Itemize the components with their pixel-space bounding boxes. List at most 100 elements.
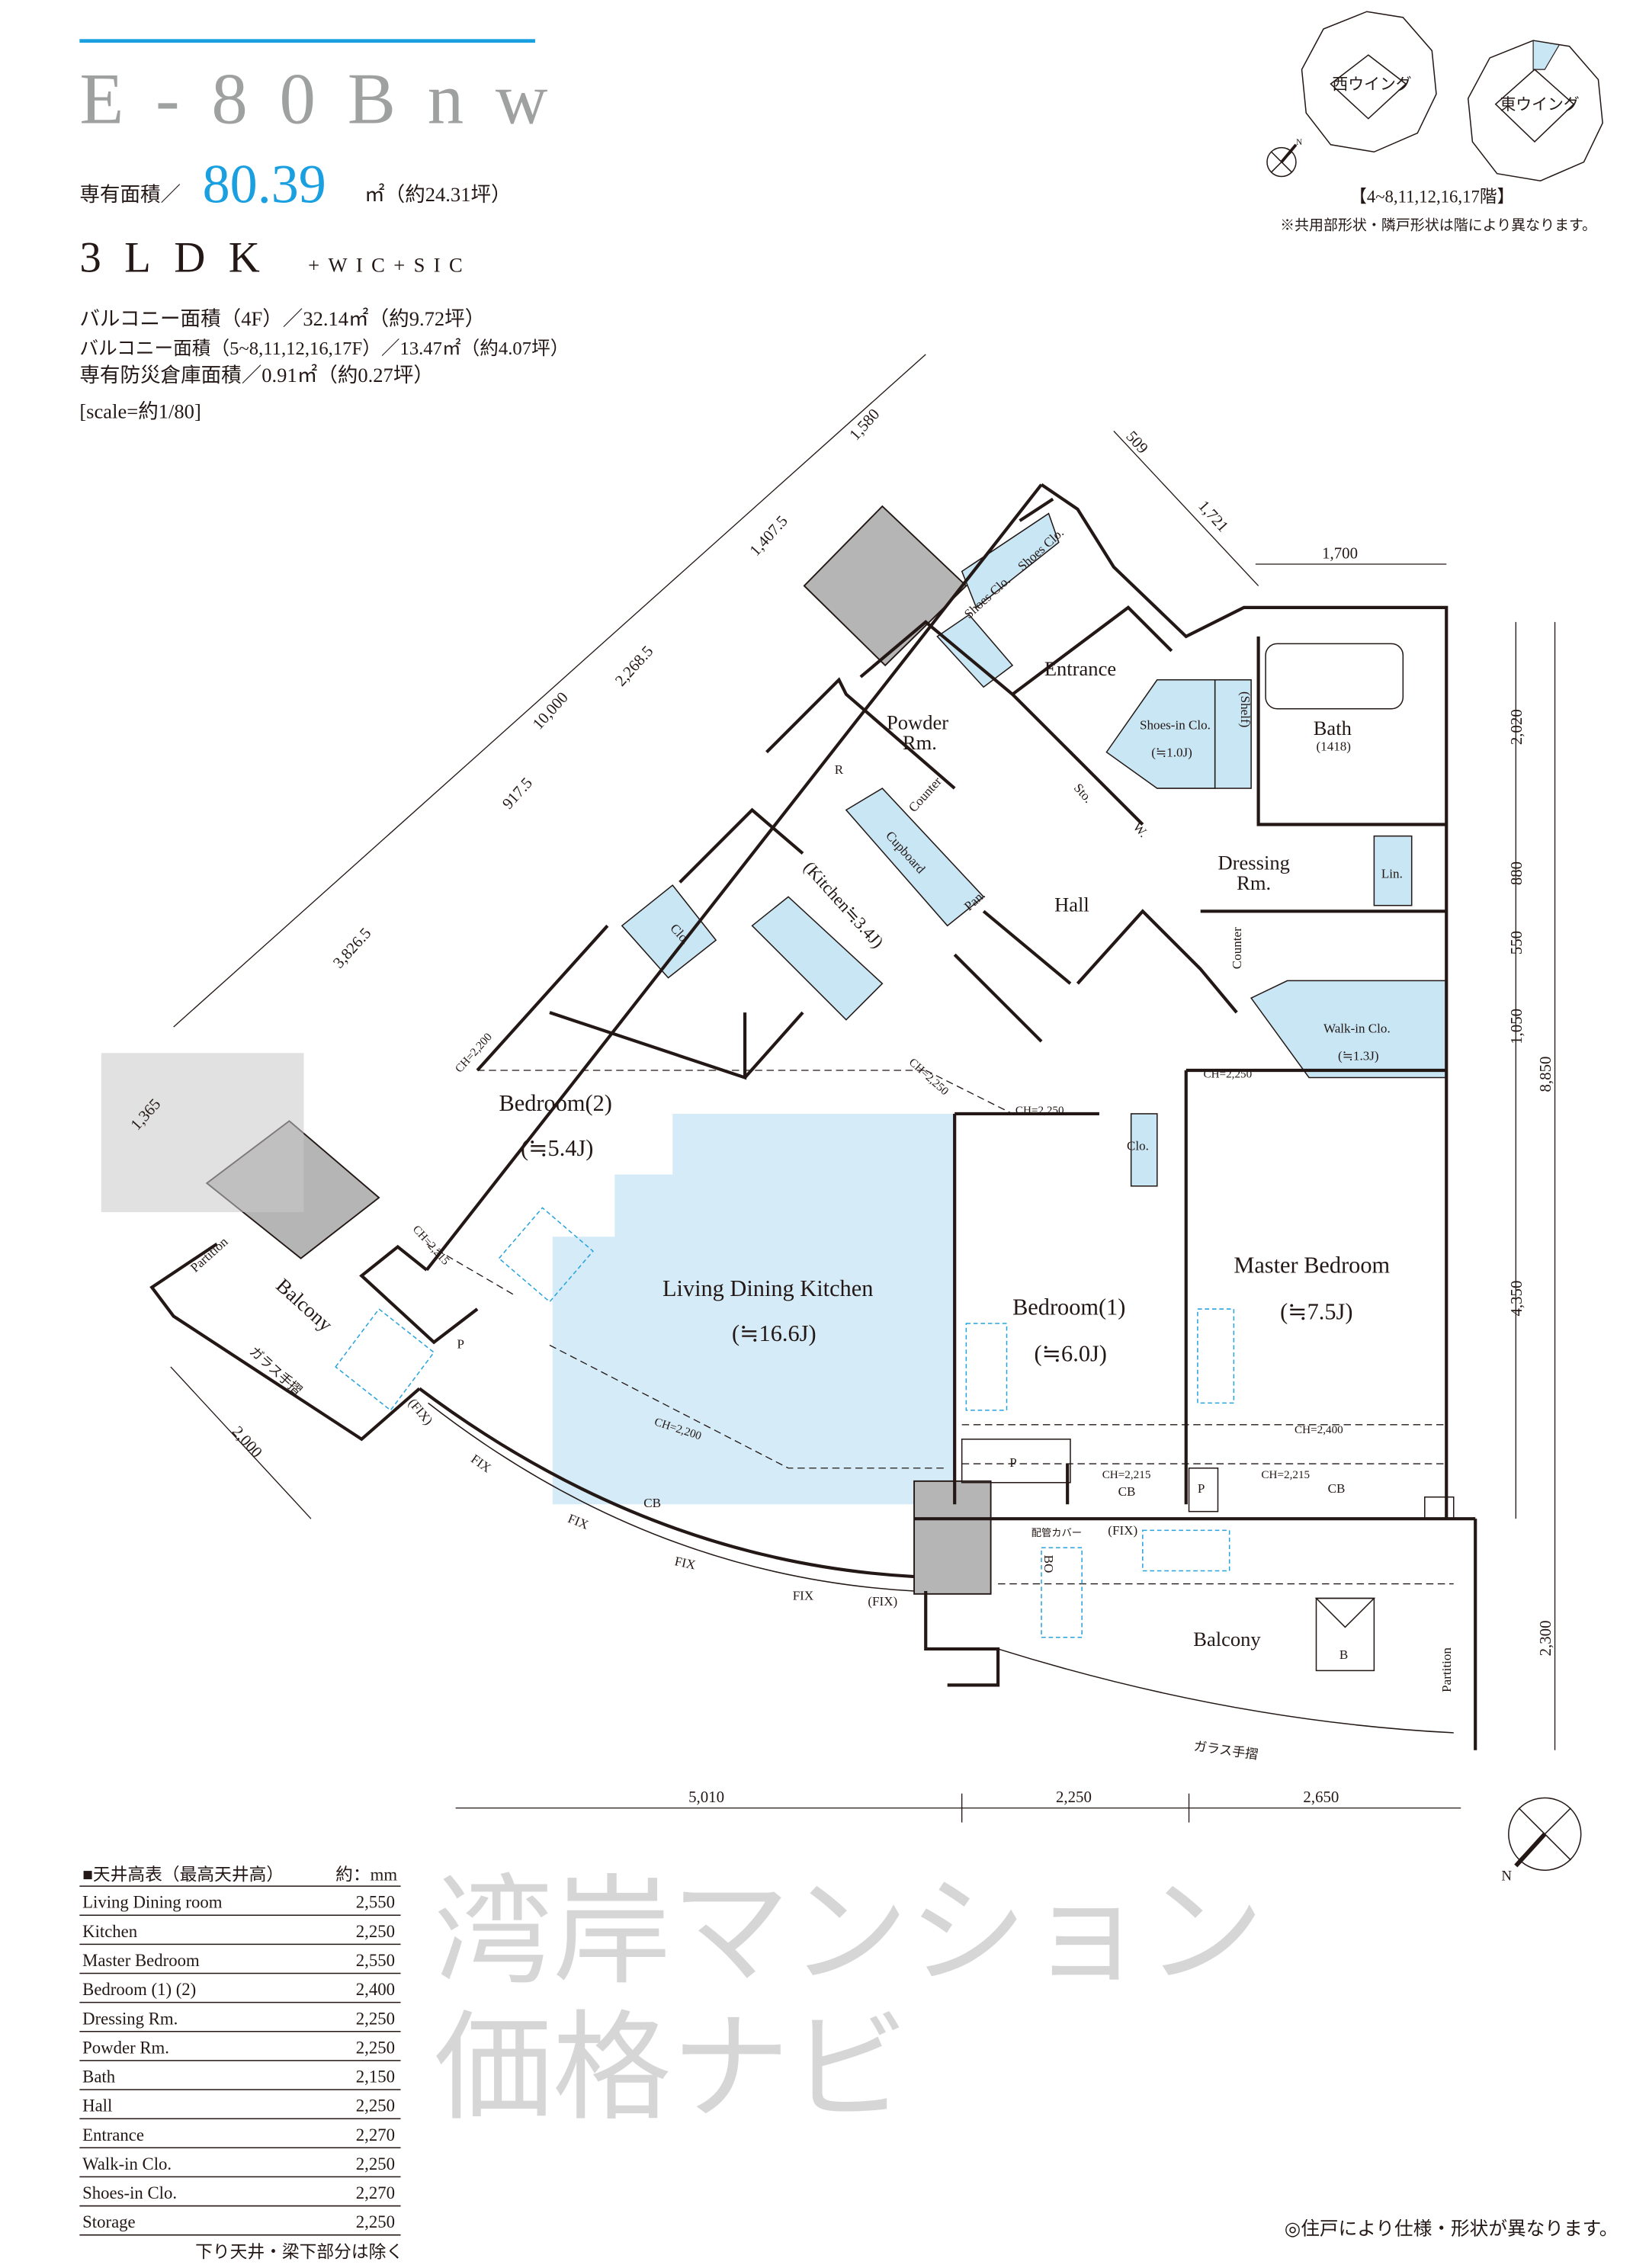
room-bed1-size: (≒6.0J) [1035, 1340, 1107, 1366]
shoes-in-closet [1105, 679, 1216, 789]
fix-paren-label: (FIX) [868, 1594, 897, 1609]
table-row-room: Master Bedroom [82, 1951, 200, 1970]
footer-note: ◎住戸により仕様・形状が異なります。 [1285, 2218, 1619, 2239]
storage-area: 専有防災倉庫面積／0.91㎡（約0.27坪） [79, 364, 434, 387]
plan-walls [149, 483, 1477, 1750]
dim-917: 917.5 [499, 774, 536, 813]
table-footnote: 下り天井・梁下部分は除く [195, 2243, 403, 2262]
shelf-box [1214, 679, 1252, 789]
ch-bed1: CH=2,215 [1102, 1468, 1151, 1481]
pipe-cover-label: 配管カバー [1031, 1527, 1082, 1538]
cupboard [845, 788, 985, 927]
ch-kitchen: CH=2,250 [906, 1056, 951, 1098]
p-label: P [1009, 1455, 1017, 1470]
ceiling-height-table: ■天井高表（最高天井高） 約：mm 下り天井・梁下部分は除く Living Di… [79, 1865, 403, 2262]
header: E-80Bnw 専有面積／ 80.39 ㎡（約24.31坪） 3LDK +WIC… [79, 39, 569, 422]
column [803, 505, 967, 667]
key-compass-icon: N [1266, 138, 1302, 178]
east-wing-outline [1467, 40, 1603, 181]
table-row-room: Dressing Rm. [82, 2009, 178, 2028]
scale: [scale=約1/80] [79, 399, 201, 422]
closet-label-2: Clo. [1127, 1138, 1149, 1153]
dim-2020: 2,020 [1507, 709, 1526, 745]
plan-dashed [335, 1070, 1454, 1638]
linen-box [1373, 835, 1413, 906]
west-wing-core [1330, 54, 1407, 120]
bed1-closet [1130, 1113, 1158, 1187]
watermark-box: 湾岸マンション価格ナビ [434, 1866, 1264, 2138]
p-label-2: P [1198, 1481, 1205, 1496]
plan-fills [101, 505, 1448, 1595]
current-unit-highlight [1532, 40, 1561, 70]
table-title: ■天井高表（最高天井高） [82, 1865, 284, 1884]
room-shoes-in: Shoes-in Clo. [1140, 717, 1211, 732]
ch-hall: CH=2,250 [1015, 1104, 1064, 1117]
fix-label-4: FIX [793, 1588, 814, 1602]
key-plan-note: ※共用部形状・隣戸形状は階により異なります。 [1280, 217, 1596, 234]
east-wing-label: 東ウイング [1500, 95, 1579, 114]
table-unit: 約：mm [335, 1865, 397, 1884]
room-bed1: Bedroom(1) [1012, 1294, 1125, 1320]
table-row-value: 2,400 [356, 1980, 395, 1999]
room-master-size: (≒7.5J) [1280, 1298, 1352, 1324]
room-hall: Hall [1054, 893, 1089, 916]
area-unit: ㎡（約24.31坪） [364, 183, 511, 206]
key-plan: 西ウイング 東ウイング N 【4~8,11,12,16,17階】 ※共用部形状・… [1266, 11, 1603, 234]
room-powder-2: Rm. [903, 731, 937, 754]
layout-type: 3LDK [79, 234, 283, 282]
room-bath: Bath [1314, 717, 1352, 739]
table-row-room: Kitchen [82, 1922, 138, 1941]
table-row-value: 2,250 [356, 2212, 395, 2231]
kitchen-counter [751, 896, 884, 1021]
north-label: N [1296, 138, 1302, 147]
area-label: 専有面積／ [79, 183, 181, 206]
room-entrance: Entrance [1044, 657, 1116, 680]
glass-railing-label-2: ガラス手摺 [1193, 1739, 1259, 1763]
room-master: Master Bedroom [1234, 1253, 1390, 1278]
room-shoes-in-size: (≒1.0J) [1151, 745, 1192, 759]
counter-label: Counter [906, 774, 945, 815]
west-wing-outline [1301, 11, 1437, 153]
dim-2268: 2,268.5 [611, 642, 657, 690]
storage-label: Sto. [1071, 781, 1096, 806]
ch-master-2: CH=2,400 [1295, 1423, 1343, 1436]
room-walkin: Walk-in Clo. [1323, 1022, 1391, 1036]
dim-8850: 8,850 [1536, 1057, 1554, 1092]
table-row-room: Shoes-in Clo. [82, 2183, 177, 2202]
table-row-value: 2,150 [356, 2068, 395, 2087]
table-row-value: 2,250 [356, 1922, 395, 1941]
ch-master: CH=2,215 [1261, 1468, 1310, 1481]
compass-icon: N [1501, 1797, 1582, 1884]
compass-north: N [1501, 1868, 1512, 1884]
fix-label: FIX [468, 1452, 494, 1476]
p-label-3: P [457, 1336, 465, 1351]
dim-2250: 2,250 [1056, 1788, 1092, 1806]
fix-paren-label-3: (FIX) [406, 1396, 436, 1428]
fix-paren-label-2: (FIX) [1108, 1523, 1137, 1538]
room-bed2-size: (≒5.4J) [521, 1135, 593, 1161]
room-bath-size: (1418) [1317, 739, 1352, 754]
dim-2000: 2,000 [229, 1423, 266, 1461]
ch-wic: CH=2,250 [1204, 1068, 1253, 1081]
dim-2300: 2,300 [1536, 1620, 1554, 1656]
dim-4350: 4,350 [1507, 1281, 1526, 1317]
accent-rule [79, 39, 535, 43]
table-row-room: Bath [82, 2068, 116, 2087]
dim-880: 880 [1507, 861, 1526, 885]
cb-label: CB [1118, 1484, 1136, 1499]
closet-bed2 [621, 884, 717, 979]
partition-label: Partition [188, 1234, 231, 1275]
dim-1700: 1,700 [1322, 544, 1358, 562]
room-bed2: Bedroom(2) [499, 1090, 612, 1116]
layout-extra: +WIC+SIC [308, 254, 471, 277]
room-ldk-size: (≒16.6J) [732, 1320, 816, 1346]
dim-1721: 1,721 [1195, 496, 1232, 535]
p-box [961, 1439, 1071, 1484]
area-value: 80.39 [203, 154, 326, 215]
table-row-value: 2,250 [356, 2009, 395, 2028]
watermark-logo [101, 1053, 304, 1212]
dim-1050: 1,050 [1507, 1009, 1526, 1044]
table-row-room: Walk-in Clo. [82, 2154, 172, 2173]
table-row-room: Entrance [82, 2125, 144, 2144]
